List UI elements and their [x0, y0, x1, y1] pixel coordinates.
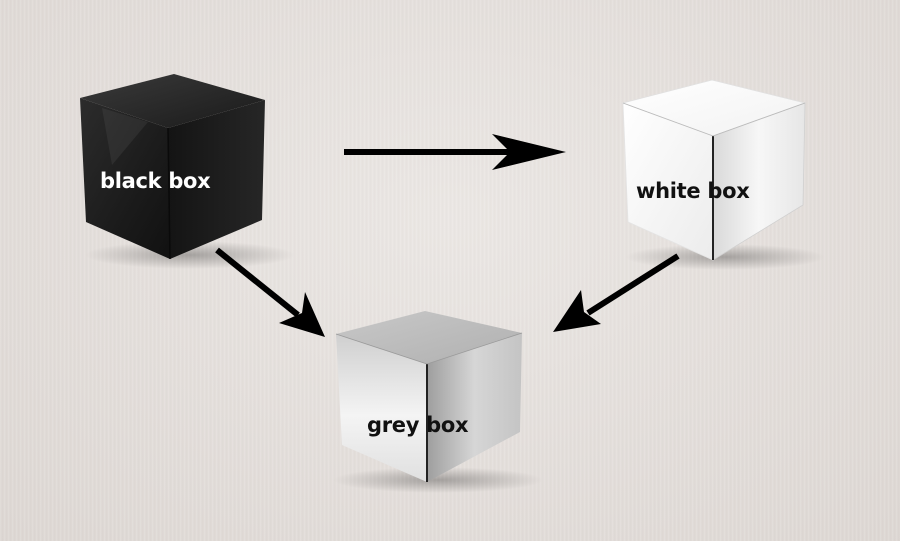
white-box-label: white box: [636, 179, 750, 203]
white-box-shadow: [625, 244, 825, 270]
black-box-right-face: [168, 100, 265, 259]
arrow-black-to-grey: [215, 247, 325, 337]
arrow-white-to-grey: [553, 253, 680, 332]
black-box-shadow: [85, 241, 295, 269]
black-box-cube[interactable]: [80, 74, 265, 260]
grey-box-label: grey box: [367, 413, 469, 437]
black-box-highlight: [102, 108, 148, 165]
grey-box-top-face: [336, 311, 522, 364]
grey-box-shadow: [333, 467, 543, 493]
grey-box-cube[interactable]: [335, 311, 523, 482]
black-box-label: black box: [100, 169, 211, 193]
white-box-cube[interactable]: [621, 79, 807, 261]
black-box-left-face: [80, 98, 170, 259]
grey-box-right-face: [427, 333, 522, 482]
arrow-black-to-white: [344, 134, 566, 170]
black-box-top-face: [80, 74, 265, 128]
grey-box-left-face: [336, 334, 427, 482]
